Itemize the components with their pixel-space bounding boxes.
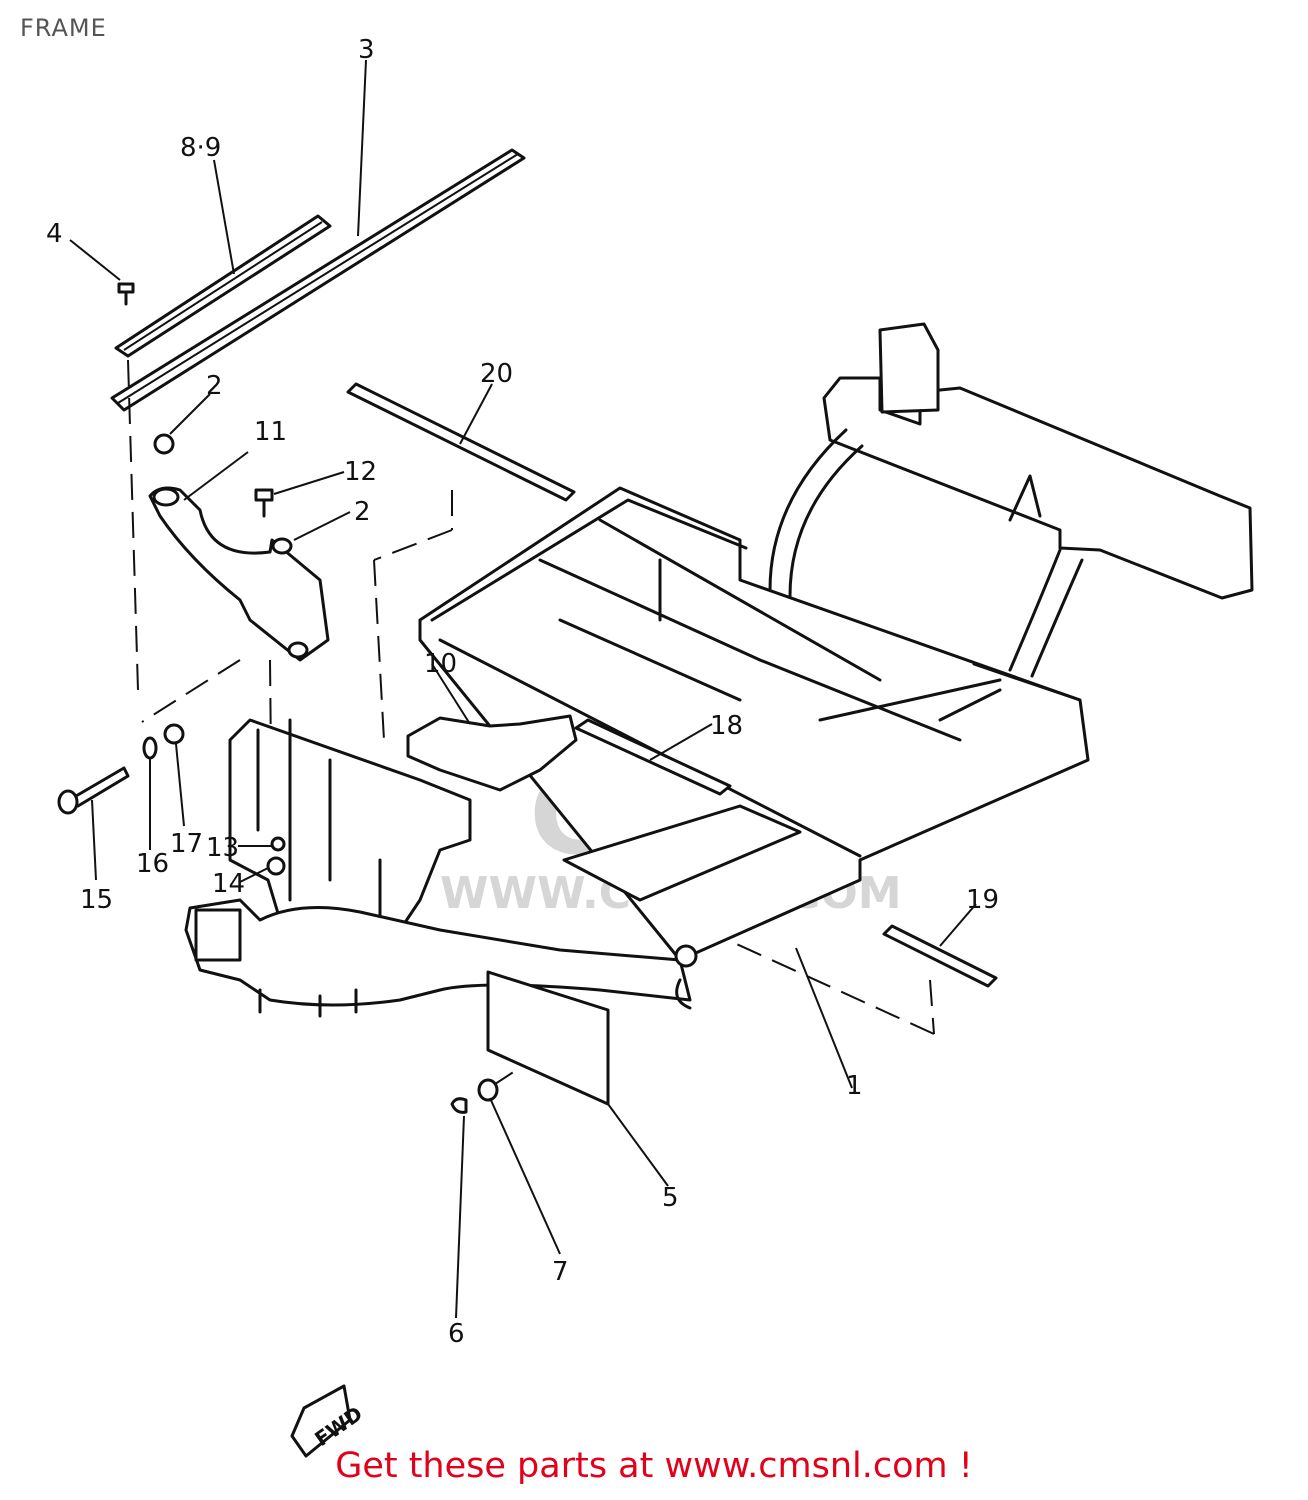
callout-19: 19: [966, 885, 999, 915]
part-12-bolt[interactable]: [254, 488, 274, 518]
callout-20: 20: [480, 359, 513, 389]
callout-2-upper: 2: [206, 371, 223, 401]
part-8-9-rail[interactable]: [114, 214, 332, 358]
part-11-bracket[interactable]: [148, 486, 330, 662]
part-3-rail[interactable]: [110, 148, 526, 412]
part-2-nut-upper[interactable]: [153, 433, 175, 455]
callout-17: 17: [170, 829, 203, 859]
callout-12: 12: [344, 457, 377, 487]
promo-link[interactable]: Get these parts at www.cmsnl.com !: [335, 1446, 973, 1486]
part-6-screw[interactable]: [450, 1097, 468, 1114]
callout-1: 1: [846, 1071, 863, 1101]
callout-14: 14: [212, 869, 245, 899]
part-4-bolt[interactable]: [117, 282, 135, 306]
part-16-washer[interactable]: [142, 736, 158, 760]
part-15-bolt[interactable]: [57, 766, 130, 815]
callout-18: 18: [710, 711, 743, 741]
callout-6: 6: [448, 1319, 465, 1349]
callout-2-lower: 2: [354, 497, 371, 527]
part-7-washer[interactable]: [477, 1078, 499, 1102]
callout-8-9: 8·9: [180, 133, 221, 163]
callout-10: 10: [424, 649, 457, 679]
callout-7: 7: [552, 1257, 569, 1287]
page-title: FRAME: [20, 14, 107, 42]
callout-11: 11: [254, 417, 287, 447]
part-18-rail[interactable]: [574, 718, 732, 796]
part-10-tray[interactable]: [406, 714, 578, 792]
callout-4: 4: [46, 219, 63, 249]
callout-15: 15: [80, 885, 113, 915]
callout-labels: 1 2 2 3 4 5 6 7 8·9 10 11 12 13 14 15 16…: [46, 35, 999, 1349]
callout-13: 13: [206, 833, 239, 863]
part-5-plate[interactable]: [486, 970, 610, 1106]
callout-5: 5: [662, 1183, 679, 1213]
part-17-nut[interactable]: [163, 723, 185, 745]
fwd-direction-marker: FWD: [290, 1384, 367, 1458]
callout-3: 3: [358, 35, 375, 65]
callout-16: 16: [136, 849, 169, 879]
part-14-nut[interactable]: [266, 856, 286, 876]
part-19-bar[interactable]: [882, 924, 998, 988]
part-13-bolt[interactable]: [270, 836, 286, 852]
callout-leader-lines: [69, 59, 977, 1319]
part-1-main-frame[interactable]: [184, 322, 1254, 1018]
